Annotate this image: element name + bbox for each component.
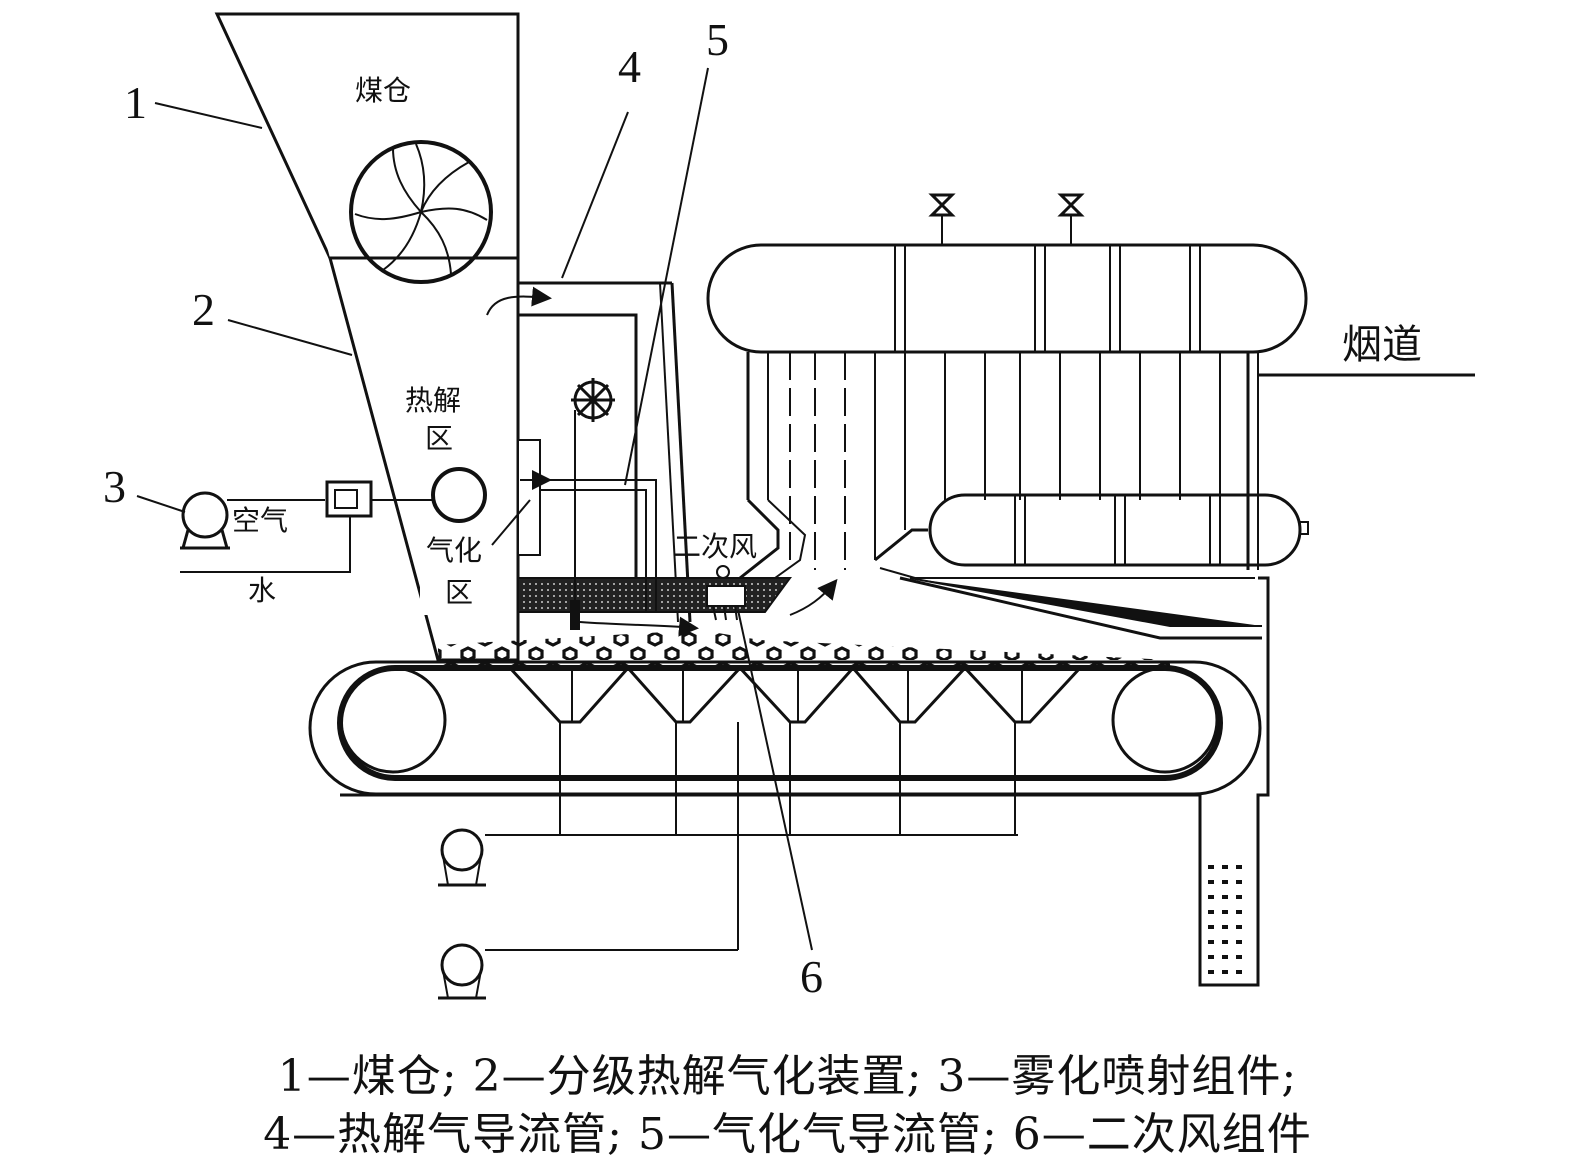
valve-wheel-icon [571, 378, 615, 422]
gasification-zone-label-line1: 气化 [426, 534, 482, 567]
secondary-air-nozzle [706, 565, 746, 621]
pyrolysis-zone-label-line2: 区 [425, 422, 453, 455]
flue-label: 烟道 [1342, 322, 1422, 368]
label-number-1: 1 [124, 77, 147, 128]
atomizing-spray-assembly [180, 467, 531, 573]
label-number-6: 6 [800, 951, 823, 1002]
coal-bin [214, 12, 520, 284]
coal-bin-label: 煤仓 [355, 74, 411, 107]
pyrolysis-gasification-device [328, 256, 838, 662]
coal-layer [438, 630, 1170, 668]
secondary-air-label: 二次风 [673, 530, 757, 563]
label-number-3: 3 [103, 461, 126, 512]
label-number-4: 4 [618, 41, 641, 92]
safety-valve-icon [928, 193, 956, 245]
boiler-tube-bank [739, 352, 1475, 640]
caption-line-1: 1—煤仓; 2—分级热解气化装置; 3—雾化喷射组件; [277, 1051, 1298, 1102]
boiler-upper-drum [706, 193, 1308, 354]
gasification-zone-label-line2: 区 [445, 576, 473, 609]
water-label: 水 [248, 574, 276, 607]
ash-chute [340, 576, 1270, 987]
boiler-system-diagram: 1 2 3 4 5 6 煤仓 热解 区 气化 区 空气 水 二次风 烟道 [103, 12, 1475, 1002]
air-label: 空气 [232, 504, 288, 537]
label-number-5: 5 [706, 14, 729, 65]
safety-valve-icon [1057, 193, 1085, 245]
boiler-lower-drum [928, 493, 1309, 567]
fan-icon [438, 828, 486, 887]
leader-lines [136, 67, 813, 951]
feeder-blades [354, 143, 488, 275]
fan-icon [438, 943, 486, 1000]
caption-line-2: 4—热解气导流管; 5—气化气导流管; 6—二次风组件 [263, 1109, 1312, 1160]
pyrolysis-zone-label-line1: 热解 [405, 384, 461, 417]
pump-icon [181, 491, 229, 539]
label-number-2: 2 [192, 284, 215, 335]
chain-grate [308, 660, 1262, 951]
